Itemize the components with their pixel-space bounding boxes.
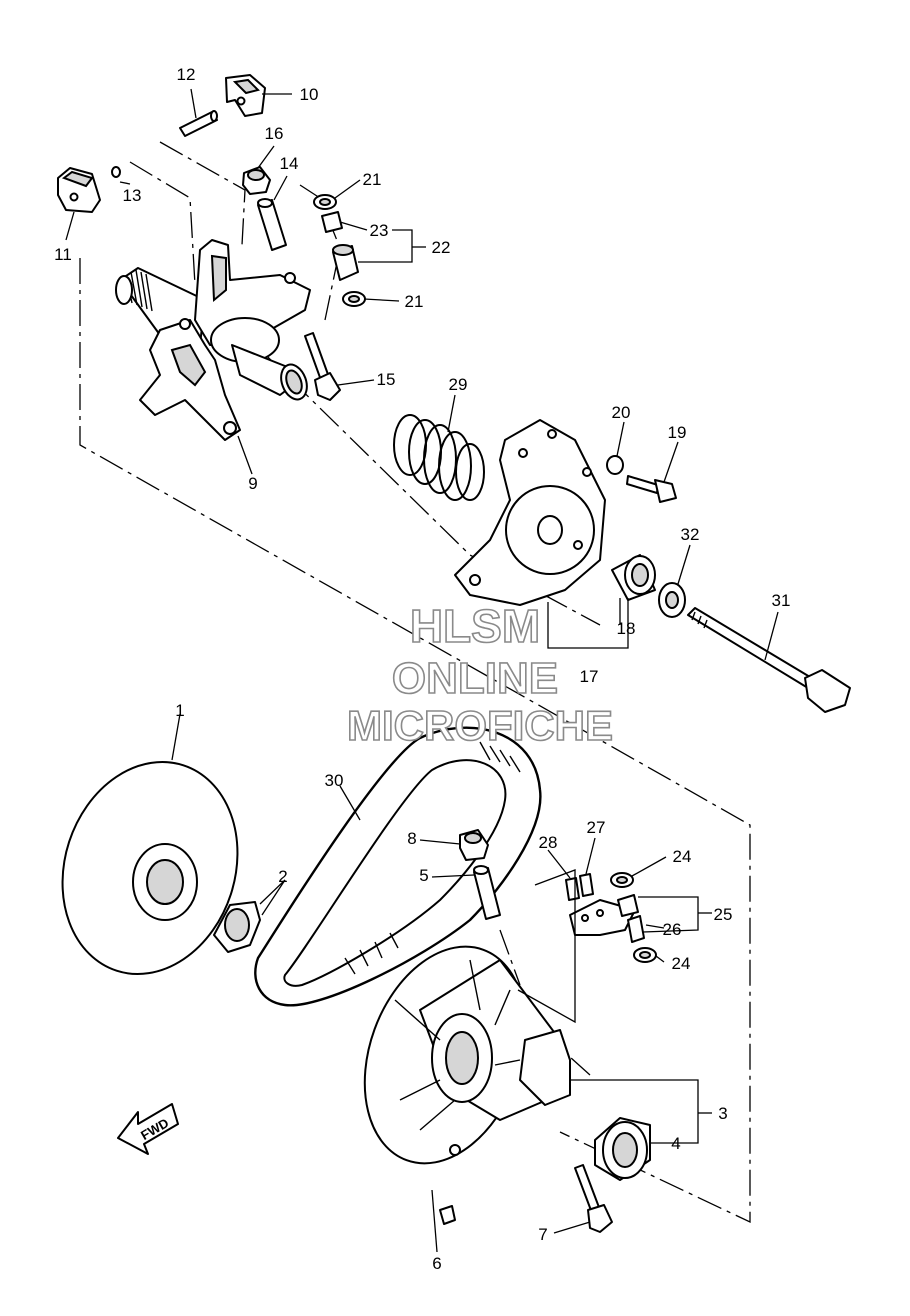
callout-18: 18 — [617, 619, 636, 638]
callout-16: 16 — [265, 124, 284, 143]
part-4-bushing — [594, 1117, 651, 1181]
part-32-washer — [658, 582, 686, 618]
callout-8: 8 — [407, 829, 416, 848]
callout-21-top: 21 — [363, 170, 382, 189]
callout-26: 26 — [663, 920, 682, 939]
part-12-pin — [179, 110, 218, 137]
callout-15: 15 — [377, 370, 396, 389]
callout-29: 29 — [449, 375, 468, 394]
part-18-bushing — [611, 554, 656, 601]
part-31-bolt — [687, 607, 851, 713]
callout-10: 10 — [300, 85, 319, 104]
callout-27: 27 — [587, 818, 606, 837]
part-6-cap — [439, 1205, 456, 1225]
callout-20: 20 — [612, 403, 631, 422]
callout-4: 4 — [671, 1134, 680, 1153]
part-30-drive-belt — [254, 726, 542, 1007]
callout-25: 25 — [714, 905, 733, 924]
part-27-28-pins — [565, 873, 594, 901]
part-3-movable-sheave — [363, 945, 571, 1165]
callout-1: 1 — [175, 701, 184, 720]
callout-21-bottom: 21 — [405, 292, 424, 311]
leader-lines — [65, 88, 779, 1253]
part-7-bolt — [574, 1164, 613, 1233]
fwd-direction-badge: FWD — [117, 1103, 179, 1155]
callout-17: 17 — [580, 667, 599, 686]
callout-28: 28 — [539, 833, 558, 852]
watermark-line-2: ONLINE — [392, 654, 558, 703]
part-26-roller-arm — [569, 899, 645, 943]
callout-30: 30 — [325, 771, 344, 790]
part-21-23-bushings — [313, 194, 366, 307]
callout-14: 14 — [280, 154, 299, 173]
callout-6: 6 — [432, 1254, 441, 1273]
watermark: HLSM ONLINE MICROFICHE — [346, 599, 614, 750]
callout-22: 22 — [432, 238, 451, 257]
part-17-cover — [454, 419, 606, 606]
callout-31: 31 — [772, 591, 791, 610]
part-8-nut — [459, 829, 489, 861]
callout-12: 12 — [177, 65, 196, 84]
callout-9: 9 — [248, 474, 257, 493]
part-14-sleeve — [257, 198, 287, 251]
callout-19: 19 — [668, 423, 687, 442]
callout-5: 5 — [419, 866, 428, 885]
callout-24-top: 24 — [673, 847, 692, 866]
callout-11: 11 — [54, 245, 72, 264]
part-9-spider-hub — [115, 239, 311, 441]
part-13-oring — [111, 166, 121, 178]
callout-numbers: 12 10 16 14 21 13 23 22 11 21 15 29 20 1… — [54, 65, 790, 1273]
part-5-pin — [473, 865, 501, 920]
part-10-slider — [225, 74, 266, 117]
part-2-collar — [213, 901, 261, 953]
part-16-nut — [242, 166, 271, 195]
callout-13: 13 — [123, 186, 142, 205]
part-19-bolt — [626, 475, 677, 503]
part-29-spring — [393, 414, 485, 501]
watermark-line-1: HLSM — [410, 600, 540, 652]
callout-32: 32 — [681, 525, 700, 544]
callout-7: 7 — [538, 1225, 547, 1244]
watermark-line-3: MICROFICHE — [347, 702, 613, 749]
part-11-slider — [57, 167, 101, 213]
arrow-left-icon — [117, 1103, 179, 1155]
callout-2: 2 — [278, 867, 287, 886]
part-20-washer — [606, 455, 624, 475]
callout-24-bottom: 24 — [672, 954, 691, 973]
callout-23: 23 — [370, 221, 389, 240]
callout-3: 3 — [718, 1104, 727, 1123]
part-15-bolt — [304, 332, 341, 401]
part-24-25-washers — [610, 872, 657, 963]
part-1-fixed-sheave — [61, 760, 239, 976]
